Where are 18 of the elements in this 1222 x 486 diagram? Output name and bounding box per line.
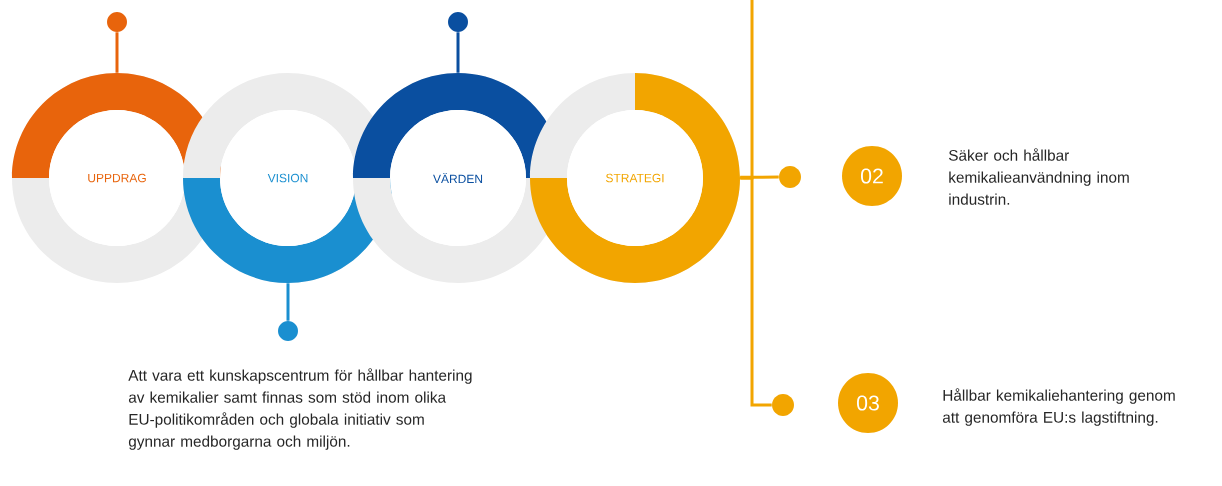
description-text: Hållbar kemikaliehantering genom att genomföra EU:s lagstiftning. (942, 388, 1175, 426)
connector-line (456, 32, 460, 73)
ring: VÄRDEN (353, 73, 563, 283)
connector-line (286, 283, 290, 321)
ring: UPPDRAG (12, 73, 222, 283)
dot (278, 321, 298, 341)
number-badge: 03 (838, 373, 898, 433)
ring: STRATEGI (530, 73, 740, 283)
connector-line (740, 175, 779, 179)
dot (448, 12, 468, 32)
dot (772, 394, 794, 416)
dot (107, 12, 127, 32)
connector-line (115, 32, 119, 73)
connector-line (740, 0, 754, 180)
description-text: Säker och hållbar kemikalieanvändning inom industrin. (948, 148, 1129, 205)
description-text: Att vara ett kunskapscentrum för hållbar hantering av kemikalier samt finnas som stöd inom olika EU-politikområden och globala initiativ som gynnar medborgarna och miljön. (128, 368, 472, 450)
dot (779, 166, 801, 188)
number-badge: 02 (842, 146, 902, 206)
